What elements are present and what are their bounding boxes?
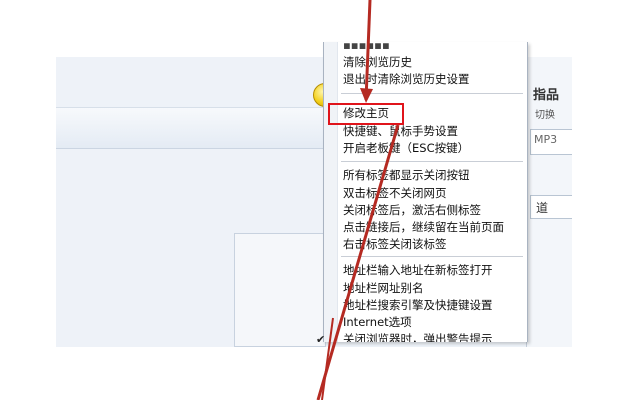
content-panel bbox=[234, 233, 326, 347]
menu-gutter bbox=[324, 42, 338, 342]
highlight-box bbox=[328, 103, 404, 125]
right-pane-text-1: 指品 bbox=[533, 88, 560, 103]
right-pane-text-2: 切换 bbox=[535, 110, 555, 121]
menu-item-dblclick-no-close[interactable]: 双击标签不关闭网页 bbox=[343, 186, 447, 200]
menu-item-clear-history[interactable]: 清除浏览历史 bbox=[343, 55, 412, 69]
menu-item-all-tabs-close-btn[interactable]: 所有标签都显示关闭按钮 bbox=[343, 168, 470, 182]
right-side-panel: 指品 切换 MP3 道 bbox=[526, 57, 572, 347]
settings-context-menu: ▪▪▪▪▪▪ 清除浏览历史 退出时清除浏览历史设置 修改主页 快捷键、鼠标手势设… bbox=[323, 42, 528, 342]
menu-item-shortcut-gesture[interactable]: 快捷键、鼠标手势设置 bbox=[343, 124, 458, 138]
menu-item-internet-options[interactable]: Internet选项 bbox=[343, 315, 412, 329]
right-pane-field[interactable]: 道 bbox=[530, 195, 572, 219]
menu-item-partial[interactable]: ▪▪▪▪▪▪ bbox=[343, 42, 390, 52]
right-pane-input[interactable]: MP3 bbox=[530, 129, 572, 155]
menu-item-stay-on-page[interactable]: 点击链接后，继续留在当前页面 bbox=[343, 220, 504, 234]
menu-item-activate-right[interactable]: 关闭标签后，激活右侧标签 bbox=[343, 203, 481, 217]
menu-item-close-warning[interactable]: 关闭浏览器时，弹出警告提示 bbox=[343, 332, 493, 342]
menu-separator bbox=[341, 93, 523, 94]
right-pane-text-4: 道 bbox=[536, 201, 549, 215]
right-pane-text-3: MP3 bbox=[534, 133, 558, 146]
menu-separator bbox=[341, 161, 523, 162]
toolbar-strip bbox=[56, 107, 326, 149]
menu-separator bbox=[341, 256, 523, 257]
menu-item-addr-search[interactable]: 地址栏搜索引擎及快捷键设置 bbox=[343, 298, 493, 312]
menu-item-edit-homepage[interactable]: 修改主页 bbox=[343, 106, 389, 120]
menu-item-addr-alias[interactable]: 地址栏网址别名 bbox=[343, 281, 424, 295]
menu-item-exit-clear-settings[interactable]: 退出时清除浏览历史设置 bbox=[343, 72, 470, 86]
menu-item-addr-new-tab[interactable]: 地址栏输入地址在新标签打开 bbox=[343, 263, 493, 277]
browser-content-area bbox=[56, 57, 326, 347]
checkmark-icon: ✔ bbox=[316, 333, 326, 346]
menu-item-right-click-close[interactable]: 右击标签关闭该标签 bbox=[343, 237, 447, 251]
menu-item-boss-key[interactable]: 开启老板键（ESC按键） bbox=[343, 141, 470, 155]
